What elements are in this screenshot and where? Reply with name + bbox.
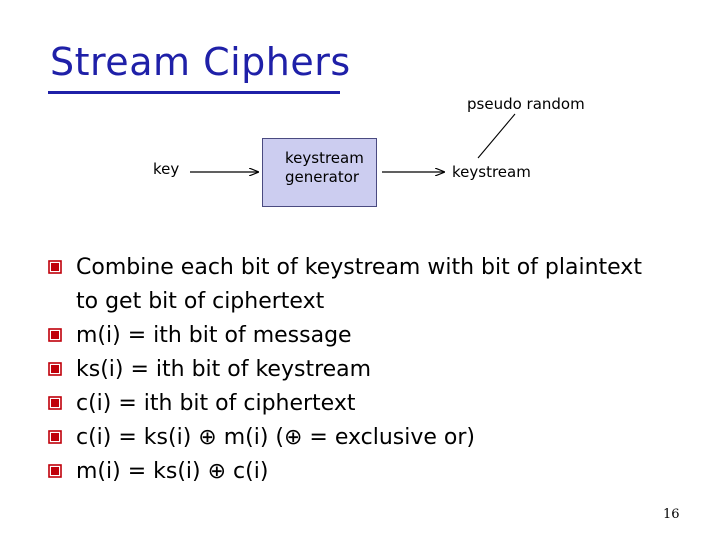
pseudo-random-label: pseudo random [467, 95, 585, 113]
checkbox-bullet-icon [48, 362, 62, 376]
bullet-item: m(i) = ks(i) ⊕ c(i) [48, 455, 668, 489]
checkbox-bullet-icon [48, 430, 62, 444]
key-label: key [153, 160, 180, 178]
bullet-item: m(i) = ith bit of message [48, 319, 668, 353]
bullet-text: m(i) = ith bit of message [76, 323, 352, 348]
checkbox-bullet-icon [48, 396, 62, 410]
checkbox-bullet-icon [48, 260, 62, 274]
bullet-item: ks(i) = ith bit of keystream [48, 353, 668, 387]
bullet-item: c(i) = ith bit of ciphertext [48, 387, 668, 421]
bullet-text: m(i) = ks(i) ⊕ c(i) [76, 459, 269, 484]
page-number: 16 [663, 507, 680, 522]
keystream-generator-box: keystream generator [262, 138, 377, 207]
bullet-item: c(i) = ks(i) ⊕ m(i) (⊕ = exclusive or) [48, 421, 668, 455]
checkbox-bullet-icon [48, 328, 62, 342]
checkbox-bullet-icon [48, 464, 62, 478]
bullet-text: ks(i) = ith bit of keystream [76, 357, 372, 382]
bullet-text: Combine each bit of keystream with bit o… [76, 255, 642, 314]
slide-title: Stream Ciphers [50, 40, 351, 84]
bullet-text: c(i) = ks(i) ⊕ m(i) (⊕ = exclusive or) [76, 425, 475, 450]
keystream-label: keystream [452, 163, 531, 181]
title-underline [48, 91, 340, 94]
pseudo-random-pointer [477, 113, 516, 159]
bullet-list: Combine each bit of keystream with bit o… [48, 251, 668, 489]
bullet-text: c(i) = ith bit of ciphertext [76, 391, 356, 416]
generator-label-line2: generator [285, 168, 360, 186]
generator-label-line1: keystream [285, 149, 364, 167]
generator-label: keystream generator [285, 149, 364, 187]
bullet-item: Combine each bit of keystream with bit o… [48, 251, 668, 319]
